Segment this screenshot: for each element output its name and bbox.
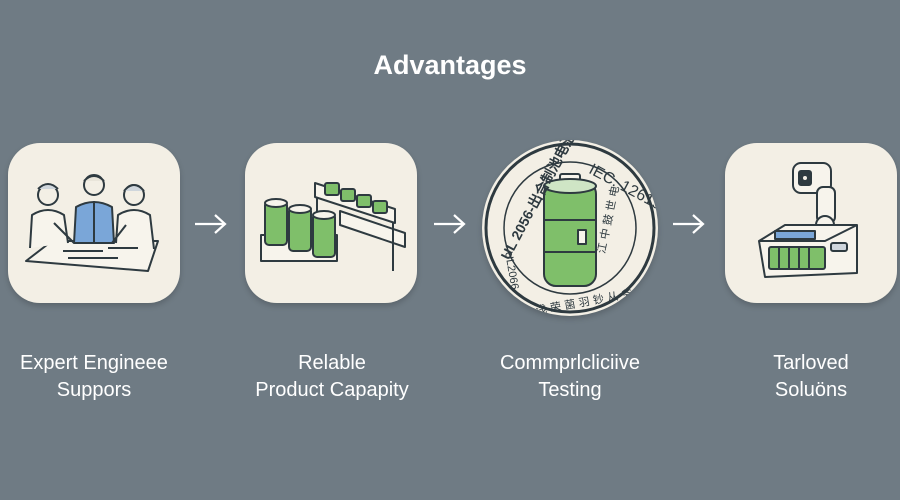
arrow-right-icon [195,214,227,234]
testing-badge: UL 2056-出合制池电池 IEC. 12619 UL2066 江 中 鼓 世… [482,140,658,316]
engineers-illustration [25,174,159,272]
product-capacity-card [245,143,417,303]
tailored-solutions-label: Tarloved Soluöns [773,352,849,401]
certification-badge-illustration: UL 2056-出合制池电池 IEC. 12619 UL2066 江 中 鼓 世… [484,140,658,316]
arrow-right-icon [434,214,466,234]
page-title: Advantages [373,50,527,80]
robotic-machine-illustration [758,162,858,278]
arrow-right-icon [673,214,705,234]
product-capacity-label: Relable Product Capapity [255,352,409,401]
tailored-solutions-card [725,143,897,303]
expert-engineers-card [8,143,180,303]
battery-production-illustration [260,182,406,271]
testing-label: Commprlcliciive Testing [499,352,640,401]
expert-engineers-label: Expert Engineee Suppors [20,352,168,401]
